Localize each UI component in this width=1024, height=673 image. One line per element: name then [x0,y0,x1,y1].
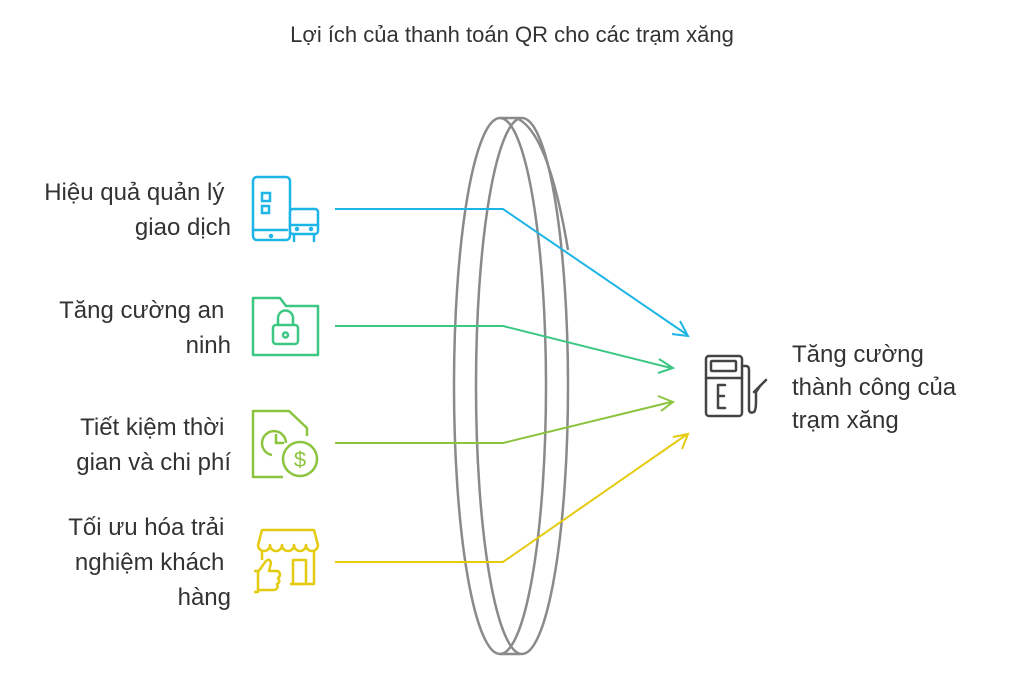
svg-text:$: $ [294,447,306,472]
input-label-1: Hiệu quả quản lý giao dịch [44,179,231,241]
fuel-pump-icon [704,354,768,418]
arrow-2 [335,325,672,369]
arrow-3 [335,401,672,444]
input-label-3: Tiết kiệm thời gian và chi phí [76,414,231,476]
input-label-4: Tối ưu hóa trải nghiệm khách hàng [68,514,231,611]
store-thumbs-up-icon [254,528,320,594]
diagram-title: Lợi ích của thanh toán QR cho các trạm x… [290,22,734,47]
qr-phone-bus-icon [251,175,320,243]
locked-folder-icon [251,296,320,357]
arrow-4 [335,434,687,563]
input-label-2: Tăng cường an ninh [59,297,231,359]
arrow-1 [335,208,687,335]
lens [452,116,570,656]
output-label: Tăng cường thành công của trạm xăng [792,341,963,434]
time-money-document-icon: $ [251,409,319,479]
